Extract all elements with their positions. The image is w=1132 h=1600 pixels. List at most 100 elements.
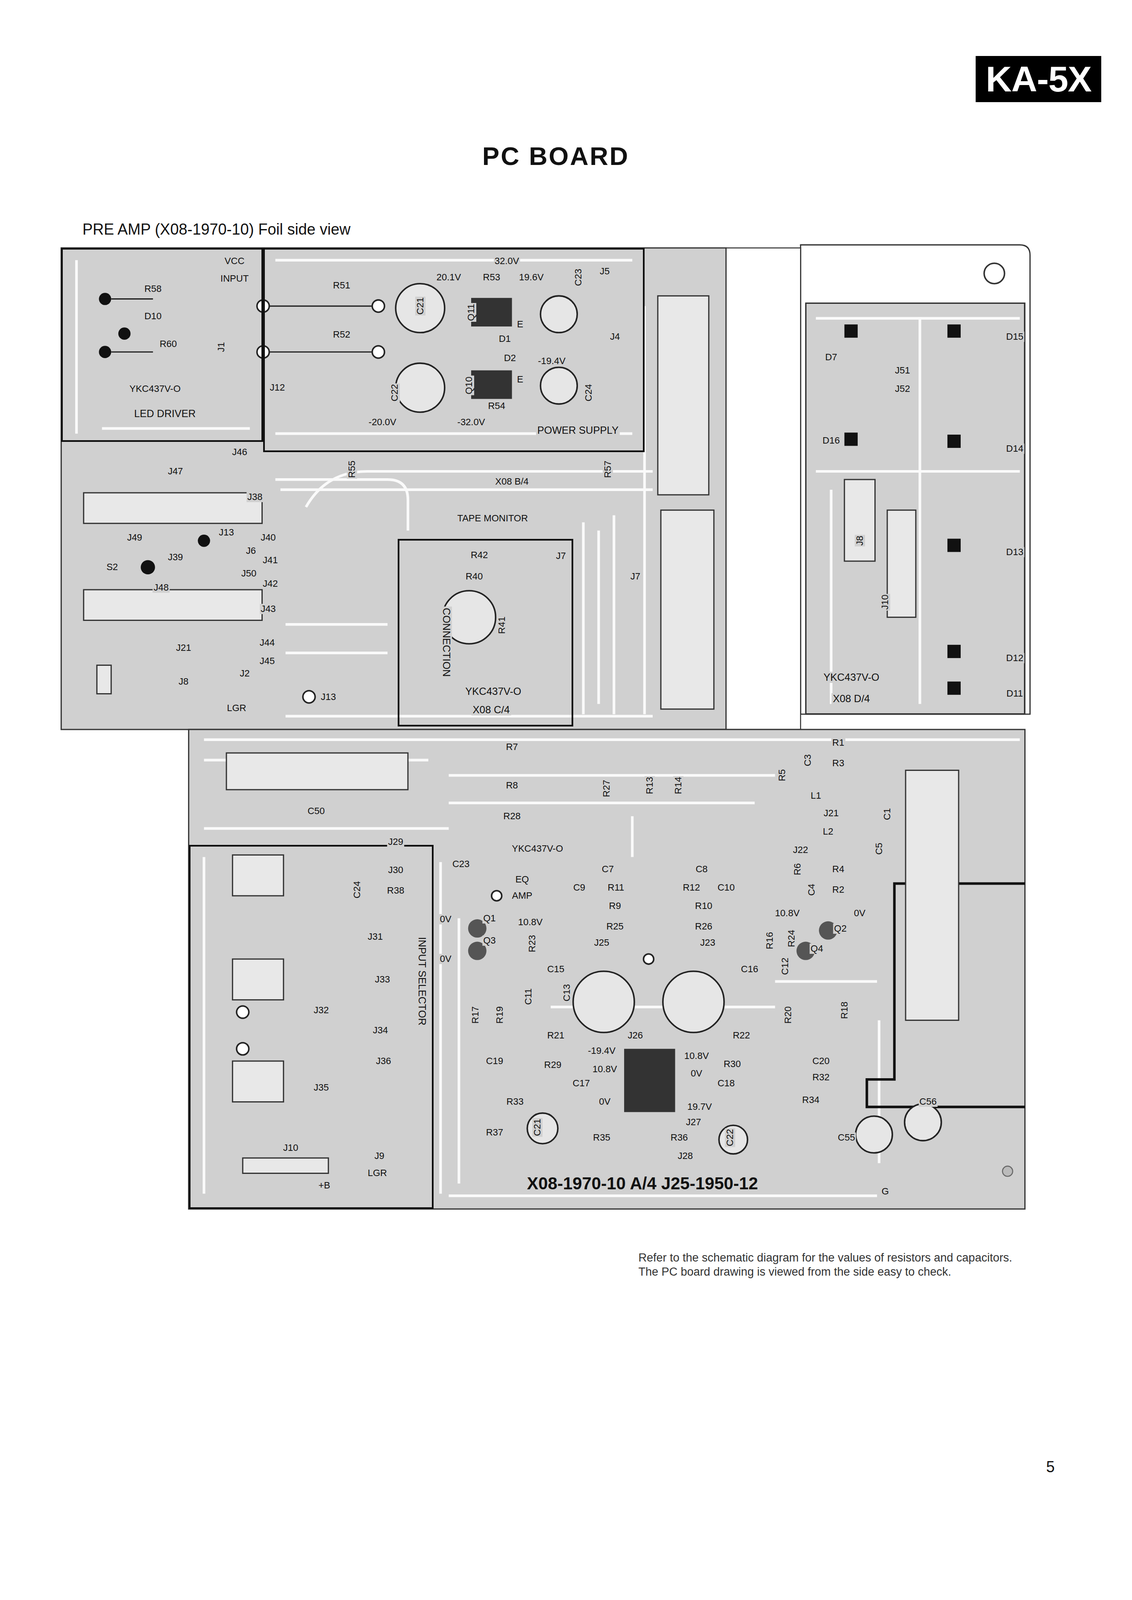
- part-label: J10: [879, 593, 891, 610]
- switch-body: [83, 492, 263, 524]
- part-label: R27: [601, 778, 612, 798]
- part-label: C19: [485, 1055, 505, 1066]
- part-label: J39: [167, 551, 184, 563]
- part-label: R1: [831, 737, 845, 748]
- switch-body: [83, 589, 263, 621]
- jack-block: [905, 769, 959, 1020]
- part-label: R36: [669, 1132, 689, 1143]
- part-label: L2: [821, 826, 834, 837]
- page-text: 5: [1045, 1457, 1056, 1476]
- pad: [99, 292, 112, 305]
- trace: [75, 260, 78, 434]
- board-panel: [800, 244, 1030, 714]
- part-label: C50: [306, 805, 326, 816]
- section-name: LED DRIVER: [132, 407, 197, 420]
- resistor-body: [887, 510, 916, 618]
- switch-body: [232, 1060, 284, 1102]
- part-label: 0V: [439, 913, 453, 924]
- led-pad: [947, 324, 961, 338]
- part-label: J47: [167, 466, 184, 477]
- part-label: D13: [1005, 546, 1024, 558]
- part-label: J23: [699, 937, 716, 948]
- section-name: POWER SUPPLY: [536, 424, 620, 436]
- part-label: J30: [387, 864, 405, 875]
- part-label: R29: [543, 1059, 563, 1070]
- part-label: J50: [240, 568, 258, 579]
- trace: [457, 917, 461, 1184]
- pad: [118, 327, 131, 340]
- trace: [597, 530, 600, 704]
- led-pad: [947, 644, 961, 658]
- part-label: 0V: [853, 907, 867, 918]
- trace: [203, 738, 1020, 741]
- part-label: R13: [644, 775, 655, 795]
- part-label: R34: [801, 1094, 821, 1105]
- part-label: R41: [496, 615, 508, 635]
- led-pad: [844, 324, 858, 338]
- switch-blocks: [83, 295, 959, 1173]
- part-label: -19.4V: [586, 1045, 617, 1056]
- led-pad: [947, 681, 961, 695]
- part-label: C21: [532, 1117, 543, 1137]
- part-label: D7: [824, 351, 839, 363]
- part-label: R33: [505, 1096, 525, 1107]
- part-label: Q1: [482, 912, 497, 924]
- part-label: R12: [681, 882, 701, 893]
- terminal: [372, 345, 385, 358]
- part-label: EQ: [514, 873, 530, 885]
- jack-block: [660, 510, 714, 710]
- trace: [918, 318, 921, 704]
- mount-hole: [984, 263, 1005, 284]
- part-label: C13: [561, 982, 572, 1002]
- part-label: E: [516, 374, 525, 385]
- section-name: INPUT SELECTOR: [416, 935, 428, 1027]
- capacitor-symbol: [540, 366, 578, 404]
- capacitor-symbol: [662, 970, 725, 1033]
- part-label: J29: [387, 836, 405, 847]
- part-label: G: [880, 1185, 890, 1197]
- part-label: C22: [389, 383, 400, 402]
- trace: [305, 471, 653, 508]
- part-label: J52: [894, 383, 911, 394]
- part-label: 19.7V: [686, 1101, 713, 1112]
- part-label: R16: [764, 930, 775, 950]
- part-label: D14: [1005, 443, 1024, 454]
- part-label: 20.1V: [435, 272, 463, 283]
- part-label: J4: [609, 331, 621, 342]
- board-gap: [726, 247, 801, 730]
- trace: [448, 773, 775, 777]
- part-label: C22: [724, 1127, 736, 1147]
- part-label: D11: [1005, 688, 1024, 699]
- part-label: R19: [494, 1005, 505, 1024]
- capacitor-symbol: [395, 283, 445, 333]
- part-label: -32.0V: [456, 416, 487, 428]
- trace: [285, 714, 653, 718]
- part-label: J27: [685, 1116, 702, 1127]
- part-label: R52: [332, 329, 352, 340]
- part-label: J51: [894, 365, 911, 376]
- part-label: Q3: [482, 935, 497, 946]
- part-label: J13: [217, 527, 235, 538]
- trace: [280, 488, 653, 491]
- capacitor-symbol: [527, 1112, 558, 1144]
- part-label: 10.8V: [517, 916, 544, 927]
- section-name: CONNECTION: [440, 606, 452, 678]
- model-tag: KA-5X: [975, 55, 1102, 103]
- part-label: J36: [375, 1055, 392, 1066]
- part-label: R35: [592, 1132, 611, 1143]
- section-name: YKC437V-O: [463, 685, 523, 697]
- terminal: [302, 690, 316, 703]
- part-label: J40: [259, 532, 277, 543]
- part-label: J7: [554, 550, 567, 561]
- part-label: C24: [583, 383, 594, 402]
- part-label: R6: [792, 862, 803, 876]
- part-label: R17: [470, 1005, 481, 1024]
- part-label: D12: [1005, 652, 1024, 663]
- part-label: C11: [523, 987, 534, 1006]
- trace: [439, 861, 442, 1194]
- part-label: R22: [731, 1029, 751, 1041]
- part-label: L1: [809, 790, 822, 801]
- part-label: R7: [504, 741, 519, 752]
